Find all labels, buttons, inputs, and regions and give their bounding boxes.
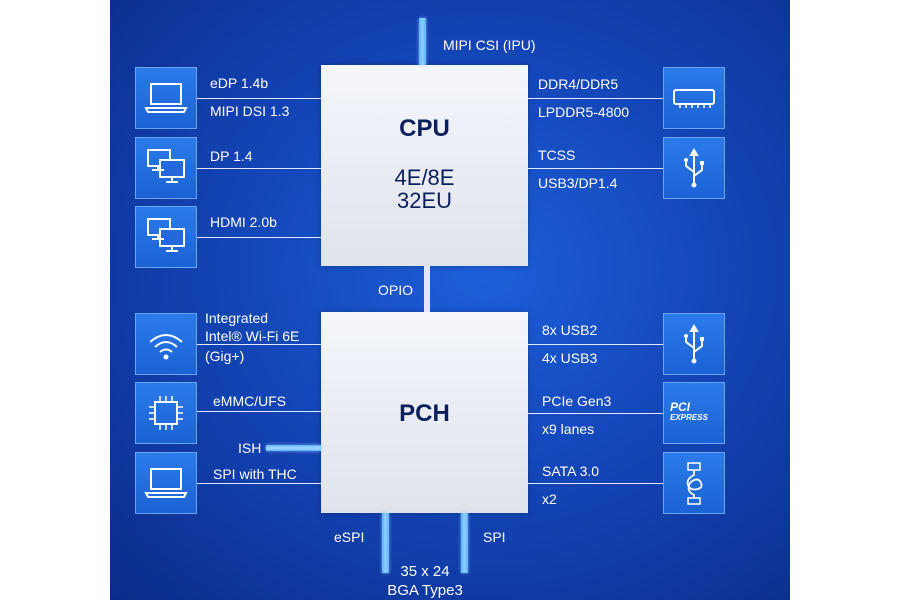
hdmi-line [197,237,321,238]
pch-title: PCH [399,400,450,427]
espi-label: eSPI [334,529,365,545]
emmc-icon-box [135,382,197,444]
wifi-label-line3: (Gig+) [205,348,245,364]
dual-monitor-icon [147,218,185,252]
spi-thc-line [197,483,321,484]
wifi-label-line1: Integrated [205,310,269,326]
memory-icon-box [663,67,725,129]
pcie-label: PCIe Gen3 [542,393,612,409]
dp-line [197,168,321,169]
mipi-csi-label: MIPI CSI (IPU) [443,37,536,53]
sata-line [528,483,663,484]
tcss-line [528,168,663,169]
block-diagram: CPU 4E/8E 32EU PCH OPIO MIPI CSI (IPU) e… [110,0,790,600]
memory-label: DDR4/DDR5 [538,76,619,92]
usb-line [528,344,663,345]
laptop-icon [144,83,188,113]
tcss-label: TCSS [538,147,576,163]
usb3-label: 4x USB3 [542,350,598,366]
spi-thc-icon-box [135,452,197,514]
spi-thc-label: SPI with THC [213,466,297,482]
sata-count-label: x2 [542,491,557,507]
tcss-icon-box [663,137,725,199]
edp-label: eDP 1.4b [210,75,269,91]
usb-dp-label: USB3/DP1.4 [538,175,618,191]
sata-cable-icon [686,462,703,505]
pcie-line [528,413,663,414]
wifi-label-line2: Intel® Wi-Fi 6E [205,328,300,344]
emmc-label: eMMC/UFS [213,393,287,409]
pcie-logo-top: PCI [670,400,691,414]
chip-icon [149,396,183,430]
pcie-logo-bottom: EXPRESS [670,413,708,422]
cpu-title: CPU [399,115,450,142]
memory-line [528,98,663,99]
mipi-csi-pin [419,18,426,65]
cpu-block: CPU 4E/8E 32EU [321,65,528,266]
pcie-icon-box: PCI EXPRESS [663,382,725,444]
usb2-label: 8x USB2 [542,322,598,338]
hdmi-icon-box [135,206,197,268]
opio-link [424,266,430,312]
lpddr-label: LPDDR5-4800 [538,104,630,120]
espi-pin [382,513,389,573]
wifi-line [197,344,321,345]
dp-icon-box [135,137,197,199]
spi-pin [461,513,468,573]
edp-line [197,98,321,99]
ish-pin [266,445,321,451]
usb-icon [684,324,704,364]
pch-block: PCH [321,312,528,513]
package-type-label: BGA Type3 [387,582,463,599]
mipi-dsi-label: MIPI DSI 1.3 [210,103,290,119]
hdmi-label: HDMI 2.0b [210,214,277,230]
cpu-cores: 4E/8E [394,165,455,190]
emmc-line [197,411,321,412]
opio-label: OPIO [378,282,414,298]
usb-icon-box [663,313,725,375]
usb-icon [684,148,704,188]
cpu-eu: 32EU [396,188,453,213]
wifi-icon [149,334,183,360]
pcie-express-icon: PCI EXPRESS [670,401,720,423]
ish-label: ISH [238,440,262,456]
wifi-icon-box [135,313,197,375]
sata-label: SATA 3.0 [542,463,600,479]
dp-label: DP 1.4 [210,148,253,164]
spi-label: SPI [483,529,506,545]
package-size-label: 35 x 24 [400,563,450,580]
dual-monitor-icon [147,149,185,183]
edp-icon-box [135,67,197,129]
pcie-lanes-label: x9 lanes [542,421,595,437]
laptop-icon [144,468,188,498]
sata-icon-box [663,452,725,514]
memory-module-icon [673,89,715,108]
